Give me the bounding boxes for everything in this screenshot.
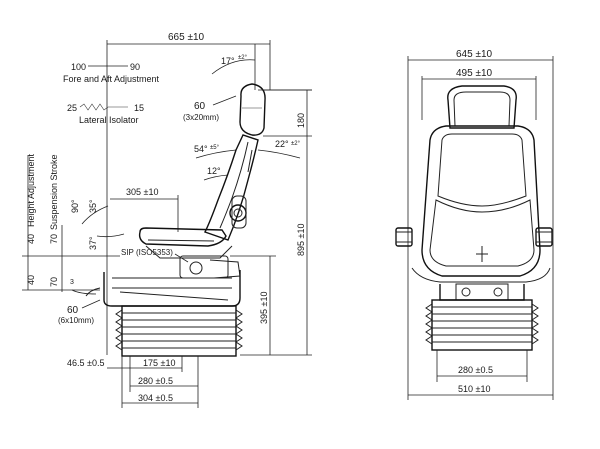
headrest-adjust-value: 60 bbox=[194, 101, 206, 112]
mechanism-bracket bbox=[209, 259, 241, 279]
side-bellows bbox=[115, 305, 243, 357]
bellows-frame bbox=[121, 305, 237, 357]
seat-depth-value: 305 ±10 bbox=[126, 187, 158, 197]
right-armrest-pad bbox=[535, 231, 553, 243]
fore-aft-label: Fore and Aft Adjustment bbox=[63, 74, 160, 84]
height-adjust-value-2: 40 bbox=[26, 275, 36, 285]
seat-cushion-outline bbox=[138, 227, 227, 247]
headrest-outline bbox=[239, 83, 266, 136]
recline-forward-value: 54° bbox=[194, 144, 208, 154]
center-mark-icon bbox=[476, 246, 488, 262]
height-adjust-label: Height Adjustment bbox=[26, 153, 36, 227]
front-bellows-pleats-left bbox=[425, 303, 433, 345]
backrest-angle-arc bbox=[211, 59, 256, 75]
back-angle-arc bbox=[203, 174, 229, 181]
front-mechanism-block bbox=[455, 283, 509, 301]
front-backrest-panel bbox=[437, 133, 527, 207]
scissor-arm bbox=[119, 291, 229, 301]
cushion-seam bbox=[147, 239, 215, 242]
tilt-adjust-value: 60 bbox=[67, 305, 79, 316]
bellows-pleats-left bbox=[115, 309, 123, 351]
width-dim-label: 665 ±10 bbox=[168, 32, 205, 43]
recline-mechanism bbox=[231, 195, 247, 229]
fore-aft-right-value: 90 bbox=[130, 62, 140, 72]
front-headrest-inner bbox=[453, 91, 511, 127]
base-mount-b-value: 280 ±0.5 bbox=[138, 376, 173, 386]
seat-mechanism-box bbox=[179, 255, 229, 279]
sip-label: SIP (ISO5353) bbox=[121, 248, 173, 257]
backrest-inner-contour bbox=[219, 141, 249, 229]
base-width-value: 510 ±10 bbox=[458, 384, 490, 394]
height-adjust-value: 40 bbox=[26, 234, 36, 244]
fore-aft-left-value: 100 bbox=[71, 62, 86, 72]
sip-height-value: 395 ±10 bbox=[259, 292, 269, 324]
suspension-rails bbox=[112, 277, 232, 289]
front-bellows-folds bbox=[432, 306, 532, 343]
backrest-angle-tol: ±2° bbox=[238, 55, 248, 61]
lateral-label: Lateral Isolator bbox=[79, 115, 139, 125]
left-armrest-icon bbox=[395, 227, 413, 247]
lateral-right-value: 15 bbox=[134, 103, 144, 113]
front-bellows bbox=[425, 299, 539, 351]
lever-handle bbox=[85, 287, 101, 297]
mount-width-value: 280 ±0.5 bbox=[458, 365, 493, 375]
backrest-width-value: 495 ±10 bbox=[456, 68, 493, 79]
front-bellows-frame bbox=[431, 299, 533, 351]
recline-forward-tol: ±5° bbox=[210, 145, 220, 151]
front-mechanism-bolt-1 bbox=[461, 287, 471, 297]
back-angle-value: 12° bbox=[207, 166, 221, 176]
cushion-base bbox=[145, 245, 233, 259]
tilt-adjust-sub: (6x10mm) bbox=[58, 316, 94, 325]
cushion-angle-arc bbox=[81, 205, 109, 225]
lateral-left-value: 25 bbox=[67, 103, 77, 113]
recline-back-value: 22° bbox=[275, 139, 289, 149]
base-offset-value: 46.5 ±0.5 bbox=[67, 358, 104, 368]
tilt-small-value: 3 bbox=[70, 279, 74, 286]
front-width-value: 645 ±10 bbox=[456, 49, 493, 60]
suspension-stroke-value: 70 bbox=[49, 234, 59, 244]
backrest-angle-value: 17° bbox=[221, 56, 235, 66]
suspension-stroke-value-2: 70 bbox=[49, 277, 59, 287]
lateral-spring-symbol bbox=[79, 103, 128, 111]
headrest-height-value: 180 bbox=[296, 113, 306, 128]
left-armrest-pad bbox=[395, 231, 413, 243]
tilt-arc bbox=[71, 289, 97, 295]
front-mechanism-bolt-2 bbox=[493, 287, 503, 297]
suspension-stroke-label: Suspension Stroke bbox=[49, 154, 59, 230]
recline-knob-center bbox=[233, 208, 243, 218]
base-mount-c-value: 304 ±0.5 bbox=[138, 393, 173, 403]
front-view: 645 ±10 495 ±10 bbox=[395, 49, 554, 400]
tilt-adjust-leader bbox=[81, 299, 101, 309]
cushion-angle-arc-2 bbox=[96, 233, 125, 238]
backrest-outline bbox=[204, 134, 259, 241]
headrest-adjust-leader bbox=[212, 95, 237, 106]
headrest-adjust-sub: (3x20mm) bbox=[183, 113, 219, 122]
recline-back-tol: ±2° bbox=[291, 141, 301, 147]
mechanism-wheel-icon bbox=[189, 261, 203, 275]
cushion-angle-c-value: 37° bbox=[88, 236, 98, 250]
front-bellows-pleats-right bbox=[531, 303, 539, 345]
cushion-angle-a-value: 90° bbox=[70, 199, 80, 213]
front-backrest-outline bbox=[421, 125, 541, 277]
recline-forward-arc bbox=[195, 149, 237, 159]
overall-height-value: 895 ±10 bbox=[296, 224, 306, 256]
front-mechanism-frame bbox=[439, 284, 525, 301]
recline-back-arc bbox=[257, 149, 301, 159]
front-headrest bbox=[447, 85, 517, 129]
front-seat-panel bbox=[429, 199, 535, 267]
backrest-contour-2 bbox=[247, 149, 253, 173]
front-seat-base-curve bbox=[411, 267, 551, 283]
cushion-angle-b-value: 35° bbox=[88, 199, 98, 213]
bellows-pleats-right bbox=[235, 309, 243, 351]
base-mount-a-value: 175 ±10 bbox=[143, 358, 175, 368]
bellows-folds bbox=[122, 312, 236, 349]
side-view: 665 ±10 100 90 Fore and Aft Adjustment 2… bbox=[22, 32, 312, 408]
